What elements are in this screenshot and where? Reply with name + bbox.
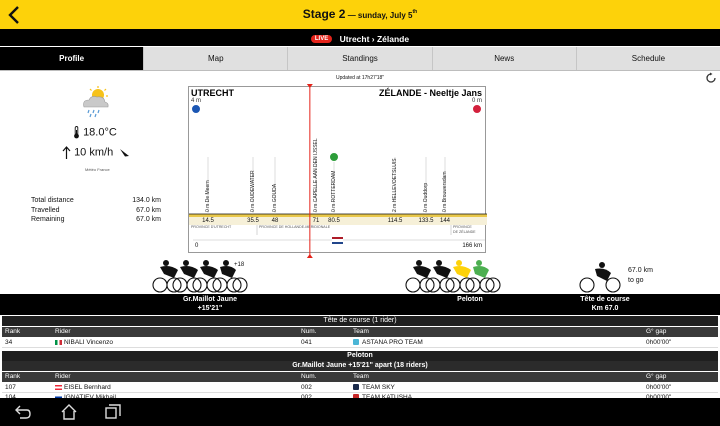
title-bar: Stage 2 — sunday, July 5th (0, 0, 720, 29)
axis-start-label: 0 (195, 243, 199, 249)
profile-point-km: 80.5 (328, 218, 340, 224)
live-badge: LIVE (310, 35, 333, 44)
profile-point-km: 48 (271, 218, 279, 224)
recent-apps-icon[interactable] (104, 403, 122, 421)
tab-schedule[interactable]: Schedule (631, 54, 666, 63)
peloton-cyclists-icon (405, 260, 501, 293)
finish-city: ZÉLANDE - Neeltje Jans (378, 88, 482, 98)
wind-direction-icon (120, 149, 130, 157)
profile-road (189, 214, 487, 217)
profile-point-km: 71 (312, 218, 320, 224)
axis-end-label: 166 km (462, 243, 482, 249)
wind-speed: 10 km/h (62, 146, 130, 159)
profile-point-name: 0 m CAPELLE AAN DEN IJSSEL (313, 138, 319, 212)
profile-point-name: 2 m HELLEVOETSLUIS (392, 158, 398, 212)
profile-point-name: 0 m De Meern (205, 180, 211, 212)
profile-base (189, 217, 487, 225)
wind-arrow-icon (62, 146, 71, 159)
province-label: PROVINCE DE HOLLANDE-MÉRIDIONALE (259, 225, 331, 229)
group-yellow-jersey-cyclists-icon: +18 (152, 260, 248, 293)
temperature: 18.0°C (73, 126, 117, 139)
live-route: Utrecht › Zélande (339, 34, 410, 45)
profile-point-name: 0 m GOUDA (272, 183, 278, 212)
home-icon[interactable] (60, 403, 78, 421)
updated-time: Updated at 17h27'18" (336, 75, 385, 81)
chevron-left-icon[interactable] (4, 4, 26, 26)
stage-profile: UTRECHT 4 m ZÉLANDE - Neeltje Jans 0 m 0… (188, 86, 487, 253)
province-label: PROVINCE D'UTRECHT (191, 225, 232, 229)
system-nav-bar (0, 398, 720, 426)
svg-text:+18: +18 (234, 262, 245, 268)
profile-point-name: 0 m Ouddorp (423, 182, 429, 212)
start-altitude: 4 m (191, 98, 202, 104)
back-icon[interactable] (14, 403, 32, 421)
profile-point-km: 144 (439, 218, 451, 224)
jersey-icon (353, 394, 359, 401)
tab-bar: Profile Map Standings News Schedule (0, 47, 720, 71)
profile-point-km: 35.5 (247, 218, 259, 224)
profile-point-name: 0 m OUDEWATER (250, 170, 256, 212)
italy-flag-icon (55, 339, 62, 345)
finish-altitude: 0 m (471, 98, 482, 104)
section-peloton: Peloton (2, 351, 718, 361)
jersey-icon (353, 384, 359, 391)
cloud-sun-rain-icon (83, 86, 109, 118)
start-marker-icon (191, 104, 201, 114)
tab-map[interactable]: Map (144, 47, 289, 70)
netherlands-flag-icon (332, 237, 343, 244)
jersey-icon (353, 339, 359, 346)
profile-point-km: 133.5 (418, 218, 434, 224)
thermometer-icon (74, 126, 79, 139)
profile-point-km: 114.5 (387, 218, 403, 224)
refresh-icon[interactable] (705, 72, 717, 84)
tab-profile[interactable]: Profile (0, 47, 145, 70)
group-yellow-jersey[interactable]: Gr.Maillot Jaune+15'21" (182, 296, 238, 312)
table-header: Rank Rider Num. Team G° gap (2, 372, 718, 382)
table-row[interactable]: 34 NIBALI Vincenzo 041 ASTANA PRO TEAM 0… (2, 338, 718, 348)
profile-point-km: 14.5 (202, 218, 214, 224)
tab-standings[interactable]: Standings (288, 47, 433, 70)
leader-cyclist-icon (579, 262, 621, 293)
austria-flag-icon (55, 384, 62, 390)
table-header: Rank Rider Num. Team G° gap (2, 327, 718, 337)
section-head-of-race: Tête de course (1 rider) (2, 316, 718, 326)
russia-flag-icon (55, 394, 62, 400)
distance-to-go: 67.0 km to go (628, 267, 653, 284)
section-peloton-subtitle: Gr.Maillot Jaune +15'21" apart (18 rider… (2, 361, 718, 371)
profile-point-name: 0 m ROTTERDAM (331, 170, 337, 212)
profile-point-name: 0 m Brouwersdam (442, 171, 448, 212)
live-bar: LIVE Utrecht › Zélande (0, 29, 720, 46)
tab-news[interactable]: News (433, 47, 577, 70)
finish-marker-icon (472, 104, 482, 114)
profile-graphic (189, 157, 487, 241)
table-row[interactable]: 107 EISEL Bernhard 002 TEAM SKY 0h00'00" (2, 383, 718, 393)
weather-source: Météo France (85, 167, 110, 172)
start-city: UTRECHT (191, 88, 234, 98)
group-peloton[interactable]: Peloton (457, 296, 483, 303)
groups-band: Gr.Maillot Jaune+15'21" Peloton Tête de … (0, 294, 720, 315)
sprint-point-icon (329, 152, 339, 162)
page-title: Stage 2 — sunday, July 5th (302, 7, 418, 21)
